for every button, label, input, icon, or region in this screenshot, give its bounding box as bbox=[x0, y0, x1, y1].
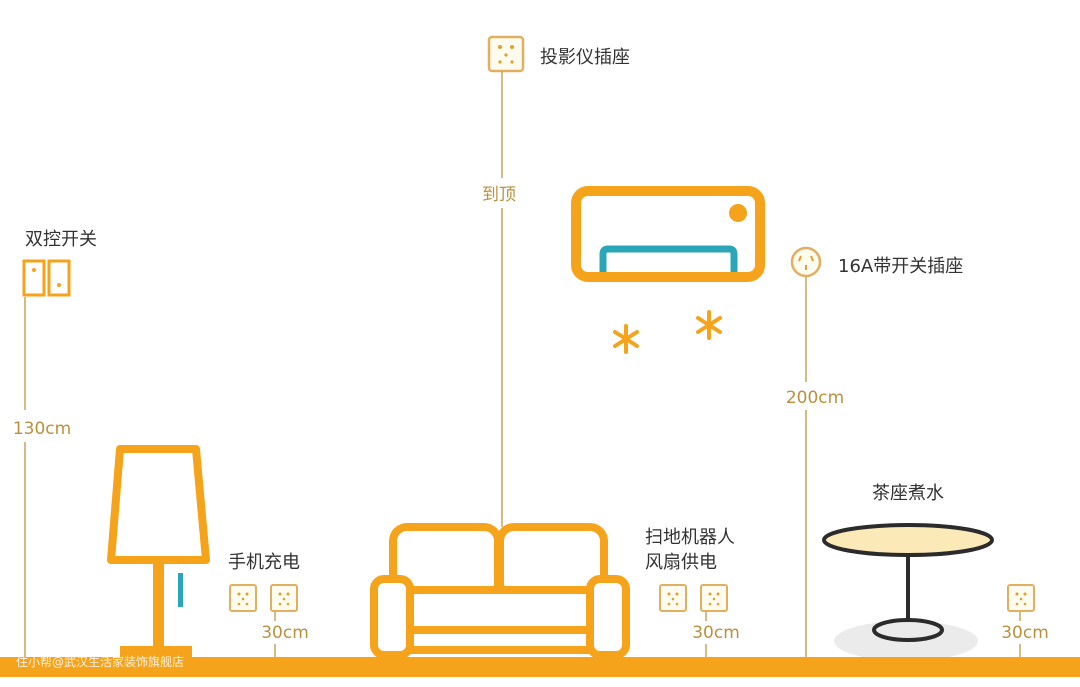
ac-height-label: 200cm bbox=[786, 388, 844, 408]
tea-table-icon bbox=[822, 523, 994, 661]
switch-height-label: 130cm bbox=[13, 419, 71, 439]
socket-icon bbox=[229, 584, 257, 612]
watermark: 住小帮@武汉生活家装饰旗舰店 bbox=[16, 654, 184, 669]
socket-icon bbox=[700, 584, 728, 612]
tea-table-label: 茶座煮水 bbox=[872, 483, 944, 504]
socket-icon bbox=[659, 584, 687, 612]
dual-switch-label: 双控开关 bbox=[25, 229, 97, 250]
dual-switch-icon bbox=[22, 259, 71, 297]
floor-lamp-icon bbox=[107, 445, 210, 658]
socket-icon bbox=[1007, 584, 1035, 612]
tea-height-label: 30cm bbox=[1001, 623, 1049, 643]
robot-height-label: 30cm bbox=[692, 623, 740, 643]
floor bbox=[0, 657, 1080, 677]
phone-charging-label: 手机充电 bbox=[228, 552, 300, 573]
robot-fan-label-line1: 扫地机器人 bbox=[645, 527, 735, 548]
to-ceiling-label: 到顶 bbox=[482, 185, 516, 205]
snowflake-icon bbox=[613, 310, 722, 354]
round-socket-icon bbox=[790, 246, 822, 278]
phone-height-label: 30cm bbox=[261, 623, 309, 643]
projector-socket-icon bbox=[487, 35, 525, 73]
air-conditioner-icon bbox=[571, 186, 765, 282]
robot-fan-label-line2: 风扇供电 bbox=[645, 552, 717, 573]
sofa-icon bbox=[370, 523, 630, 659]
socket-icon bbox=[270, 584, 298, 612]
ac-socket-label: 16A带开关插座 bbox=[838, 256, 963, 277]
projector-socket-label: 投影仪插座 bbox=[540, 47, 630, 68]
